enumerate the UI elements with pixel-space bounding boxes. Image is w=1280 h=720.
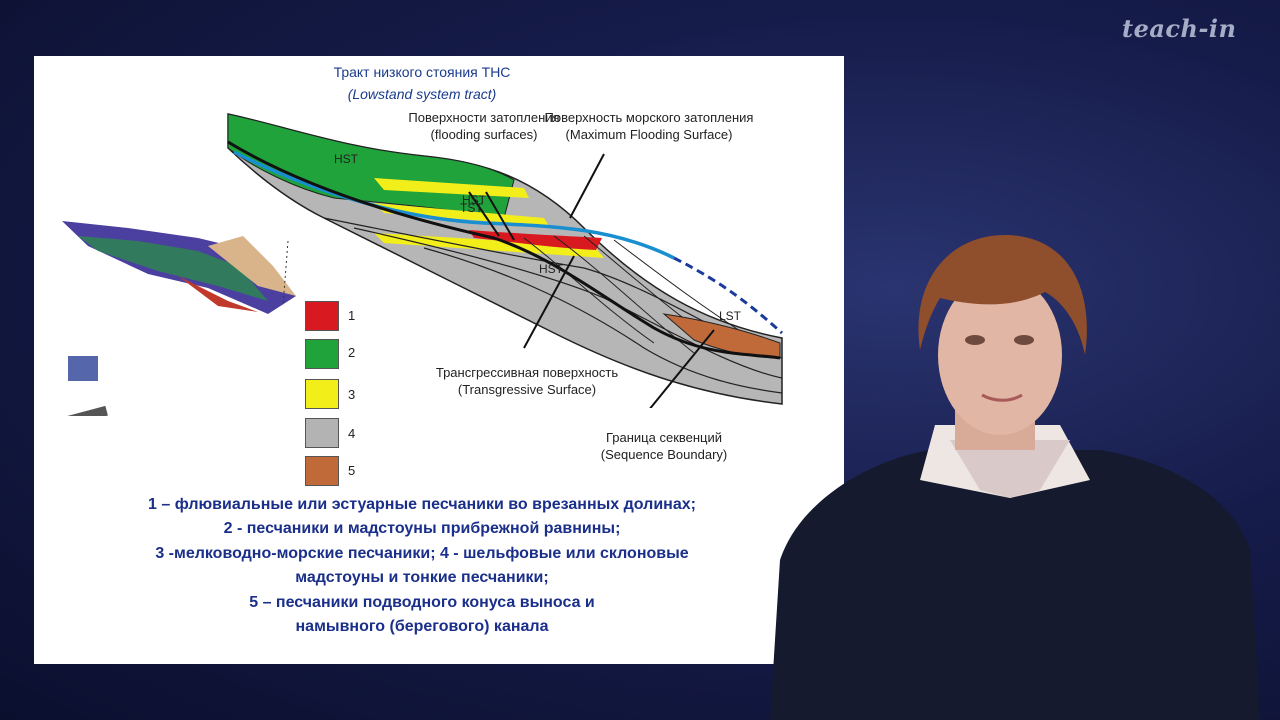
legend-swatch-1	[305, 301, 339, 331]
cross-section-diagram	[227, 113, 783, 408]
legend-swatch-2	[305, 339, 339, 369]
presenter-image	[770, 235, 1260, 720]
mfs-label: Поверхность морского затопления (Maximum…	[529, 109, 769, 143]
sb-ru: Граница секвенций	[605, 430, 723, 445]
brand-logo: teach-in	[1122, 14, 1237, 43]
caption-line-4: мадстоуны и тонкие песчаники;	[295, 569, 549, 586]
legend-num-2: 2	[348, 345, 356, 360]
slide-subtitle: (Lowstand system tract)	[347, 86, 497, 102]
slide-title: Тракт низкого стояния ТНС	[333, 64, 511, 80]
flooding-ru: Поверхности затопления	[408, 110, 560, 125]
legend-num-1: 1	[348, 308, 356, 323]
flooding-surfaces-label: Поверхности затопления (flooding surface…	[379, 109, 589, 143]
legend-swatch-3	[305, 379, 339, 409]
mfs-en: (Maximum Flooding Surface)	[565, 127, 733, 142]
hst-top-label: HST	[334, 152, 358, 166]
caption-line-5: 5 – песчаники подводного конуса выноса и	[249, 594, 595, 611]
legend-num-3: 3	[348, 387, 356, 402]
caption-line-2: 2 - песчаники и мадстоуны прибрежной рав…	[223, 520, 621, 537]
transgressive-surface-label: Трансгрессивная поверхность (Transgressi…	[412, 364, 642, 398]
ts-ru: Трансгрессивная поверхность	[435, 365, 619, 380]
ts-en: (Transgressive Surface)	[457, 382, 597, 397]
tst-label: TST	[460, 201, 483, 215]
legend-num-5: 5	[348, 463, 356, 478]
mfs-ru: Поверхность морского затопления	[544, 110, 754, 125]
caption-line-6: намывного (берегового) канала	[295, 618, 549, 635]
hst-bottom-label: HST	[539, 262, 563, 276]
flooding-en: (flooding surfaces)	[430, 127, 538, 142]
sb-en: (Sequence Boundary)	[600, 447, 728, 462]
inset-diagram	[62, 221, 296, 416]
legend-swatch-4	[305, 418, 339, 448]
caption-line-3: 3 -мелководно-морские песчаники; 4 - шел…	[155, 545, 689, 562]
slide: Тракт низкого стояния ТНС (Lowstand syst…	[34, 56, 844, 664]
lst-label: LST	[719, 309, 742, 323]
legend-swatch-5	[305, 456, 339, 486]
sequence-boundary-label: Граница секвенций (Sequence Boundary)	[589, 429, 739, 463]
caption-line-1: 1 – флювиальные или эстуарные песчаники …	[148, 496, 696, 513]
legend-num-4: 4	[348, 426, 356, 441]
hst-label: HST	[462, 193, 486, 207]
